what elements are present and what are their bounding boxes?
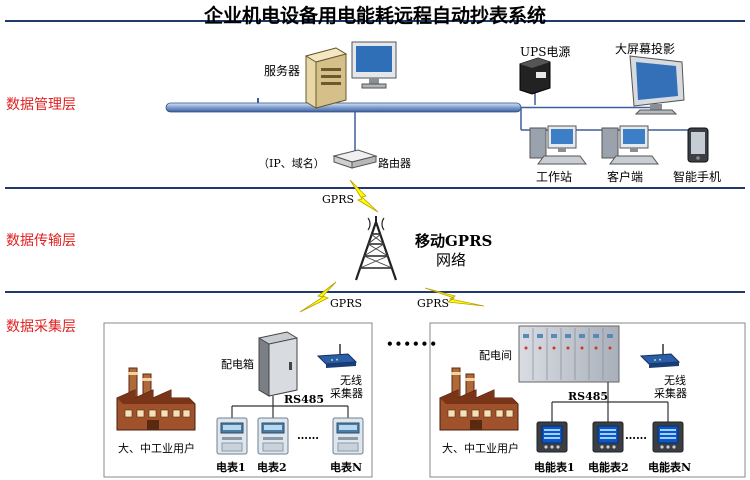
factory-icon-right	[439, 367, 519, 431]
diagram-title: 企业机电设备用电能耗远程自动抄表系统	[203, 5, 546, 27]
gprs-network-label-line1: 移动GPRS	[415, 232, 493, 250]
projector-screen-icon	[629, 55, 685, 115]
meter-label-2: 电表2	[257, 461, 287, 474]
smartphone-icon	[687, 127, 709, 163]
server-icon	[304, 47, 348, 109]
workstation-label: 工作站	[536, 170, 573, 184]
distribution-room-image	[518, 325, 620, 383]
wireless-collector-icon-right	[640, 343, 680, 369]
server-label: 服务器	[264, 64, 301, 78]
meter-dots-left: ……	[297, 429, 319, 442]
energy-meter-label-2: 电能表2	[588, 461, 629, 474]
router-label: 路由器	[378, 157, 411, 170]
layer-label-management: 数据管理层	[6, 97, 76, 113]
rs485-label-left: RS485	[284, 393, 325, 406]
distribution-box-icon	[258, 331, 298, 397]
lightning-bolt-left	[299, 281, 337, 313]
gprs-label-top: GPRS	[322, 193, 355, 206]
workstation-icon	[529, 125, 587, 165]
meter-icon-2	[257, 417, 289, 455]
router-note: （IP、域名）	[258, 157, 325, 170]
factory-label-left: 大、中工业用户	[118, 442, 195, 455]
meter-label-n: 电表N	[330, 461, 363, 474]
room-label-right: 配电间	[479, 349, 512, 362]
layer-label-transmission: 数据传输层	[6, 233, 76, 249]
client-label: 客户端	[607, 170, 644, 184]
gprs-network-label-line2: 网络	[436, 251, 467, 269]
meter-dots-right: ……	[625, 429, 647, 442]
cabinet-label-left: 配电箱	[221, 358, 254, 371]
client-icon	[601, 125, 659, 165]
energy-meter-label-n: 电能表N	[648, 461, 692, 474]
wireless-label-right-line2: 采集器	[654, 387, 687, 400]
meter-label-1: 电表1	[216, 461, 246, 474]
rs485-label-right: RS485	[568, 390, 609, 403]
factory-icon-left	[116, 367, 196, 431]
gprs-label-left: GPRS	[330, 297, 363, 310]
projector-label: 大屏幕投影	[615, 42, 676, 56]
network-backbone	[165, 102, 522, 113]
wireless-label-left-line2: 采集器	[330, 387, 363, 400]
smartphone-label: 智能手机	[673, 170, 722, 184]
router-icon	[332, 149, 378, 169]
collection-group-right	[429, 322, 746, 478]
energy-meter-label-1: 电能表1	[534, 461, 575, 474]
meter-icon-1	[216, 417, 248, 455]
layer-label-collection: 数据采集层	[6, 319, 76, 335]
energy-meter-icon-2	[592, 421, 624, 453]
energy-meter-icon-1	[536, 421, 568, 453]
server-monitor-icon	[351, 41, 397, 89]
factory-label-right: 大、中工业用户	[442, 442, 519, 455]
gprs-tower-icon	[354, 216, 398, 281]
ups-label: UPS电源	[520, 45, 571, 59]
wireless-label-right-line1: 无线	[664, 374, 686, 387]
gprs-label-right: GPRS	[417, 297, 450, 310]
meter-icon-n	[332, 417, 364, 455]
energy-meter-icon-n	[652, 421, 684, 453]
wireless-collector-icon-left	[317, 343, 357, 369]
ups-icon	[519, 57, 551, 95]
lightning-bolt-top	[349, 179, 379, 213]
wireless-label-left-line1: 无线	[340, 374, 362, 387]
lightning-bolt-right	[424, 287, 485, 307]
collection-group-left	[103, 322, 373, 478]
group-ellipsis: ••••••	[386, 337, 439, 351]
